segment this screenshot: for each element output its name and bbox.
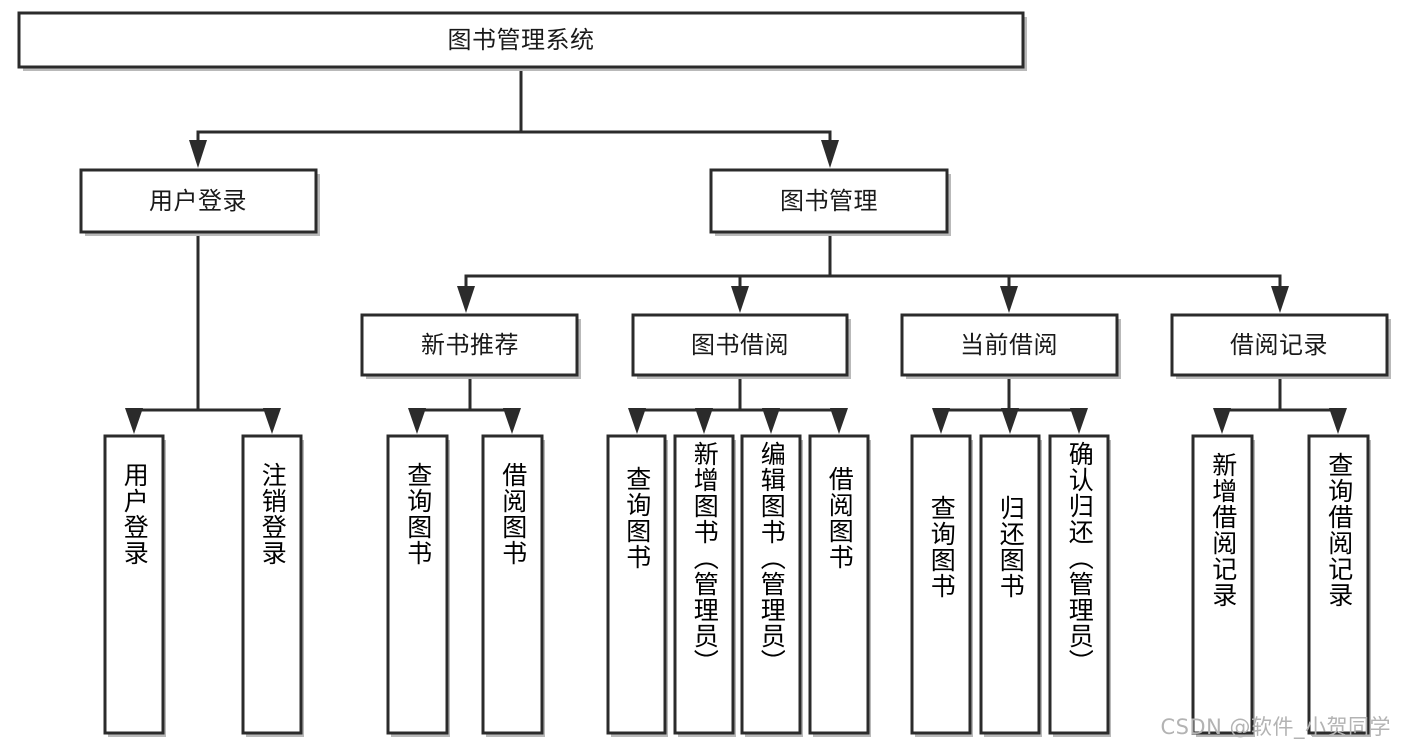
node-leaf-query-book-2[interactable]: 查询图书 — [606, 434, 668, 737]
node-leaf-user-login-label: 用户登录 — [120, 462, 150, 566]
node-leaf-borrow-book-1-box[interactable] — [481, 434, 544, 735]
node-leaf-query-borrow-record[interactable]: 查询借阅记录 — [1307, 434, 1371, 737]
node-leaf-add-book-admin-box[interactable] — [673, 434, 735, 735]
node-leaf-edit-book-admin[interactable]: 编辑图书（管理员） — [740, 434, 803, 737]
arrow-leaf-query-book-3 — [932, 408, 950, 434]
node-leaf-query-borrow-record-box[interactable] — [1307, 434, 1370, 735]
leaf-nodes: 用户登录 注销登录 查询图书 — [103, 434, 1371, 737]
arrow-to-book-management — [821, 140, 839, 168]
node-leaf-confirm-return-admin-box[interactable] — [1048, 434, 1110, 735]
arrow-leaf-return-book — [1001, 408, 1019, 434]
node-current-borrow[interactable]: 当前借阅 — [900, 313, 1121, 379]
node-borrow-record[interactable]: 借阅记录 — [1170, 313, 1391, 379]
node-leaf-edit-book-admin-box[interactable] — [740, 434, 802, 735]
node-leaf-confirm-return-admin[interactable]: 确认归还（管理员） — [1048, 434, 1111, 737]
arrow-new-book-recommend — [457, 286, 475, 313]
arrow-leaf-add-book-admin — [695, 408, 713, 434]
arrow-current-borrow — [1000, 286, 1018, 313]
connectors-user-login-to-leaves — [125, 230, 281, 434]
node-leaf-return-book-label: 归还图书 — [996, 495, 1026, 599]
arrow-leaf-query-book-1 — [408, 408, 426, 434]
node-leaf-add-book-admin[interactable]: 新增图书（管理员） — [673, 434, 736, 737]
connectors-new-book-to-leaves — [408, 373, 521, 434]
node-leaf-add-book-admin-label: 新增图书（管理员） — [690, 441, 720, 675]
node-leaf-query-book-1-box[interactable] — [386, 434, 449, 735]
node-user-login-label: 用户登录 — [149, 187, 247, 215]
watermark-text: CSDN @软件_小贺同学 — [1160, 715, 1391, 739]
node-leaf-borrow-book-1-label: 借阅图书 — [498, 462, 528, 566]
node-leaf-return-book[interactable]: 归还图书 — [979, 434, 1042, 737]
node-leaf-confirm-return-admin-label: 确认归还（管理员） — [1065, 441, 1095, 675]
node-book-borrow[interactable]: 图书借阅 — [631, 313, 851, 379]
node-leaf-edit-book-admin-label: 编辑图书（管理员） — [757, 441, 787, 675]
arrow-leaf-borrow-book-2 — [830, 408, 848, 434]
node-leaf-query-book-3-box[interactable] — [910, 434, 972, 735]
arrow-book-borrow — [731, 286, 749, 313]
node-root-box[interactable] — [17, 11, 1025, 69]
node-user-login-box[interactable] — [79, 168, 318, 234]
node-leaf-query-book-1[interactable]: 查询图书 — [386, 434, 450, 737]
node-book-borrow-box[interactable] — [631, 313, 849, 377]
node-new-book-recommend-label: 新书推荐 — [421, 331, 519, 359]
node-leaf-add-borrow-record-box[interactable] — [1191, 434, 1254, 735]
node-leaf-add-borrow-record[interactable]: 新增借阅记录 — [1191, 434, 1255, 737]
node-borrow-record-box[interactable] — [1170, 313, 1389, 377]
connectors-root-to-level2 — [189, 65, 839, 168]
arrow-leaf-confirm-return-admin — [1070, 408, 1088, 434]
node-leaf-logout-login[interactable]: 注销登录 — [241, 434, 304, 737]
node-new-book-recommend-box[interactable] — [360, 313, 579, 377]
node-leaf-borrow-book-1[interactable]: 借阅图书 — [481, 434, 545, 737]
arrow-leaf-logout-login — [263, 408, 281, 434]
node-book-management[interactable]: 图书管理 — [709, 168, 951, 236]
node-leaf-add-borrow-record-label: 新增借阅记录 — [1208, 452, 1238, 608]
arrow-leaf-borrow-book-1 — [503, 408, 521, 434]
node-leaf-borrow-book-2-box[interactable] — [808, 434, 870, 735]
node-user-login[interactable]: 用户登录 — [79, 168, 320, 236]
node-leaf-user-login[interactable]: 用户登录 — [103, 434, 166, 737]
node-leaf-logout-login-box[interactable] — [241, 434, 303, 735]
arrow-leaf-user-login — [125, 408, 143, 434]
arrow-leaf-add-borrow-record — [1213, 408, 1231, 434]
node-leaf-borrow-book-2[interactable]: 借阅图书 — [808, 434, 871, 737]
node-leaf-query-book-2-label: 查询图书 — [622, 466, 652, 570]
arrow-borrow-record — [1271, 286, 1289, 313]
node-new-book-recommend[interactable]: 新书推荐 — [360, 313, 581, 379]
node-leaf-query-book-3[interactable]: 查询图书 — [910, 434, 973, 737]
arrow-leaf-edit-book-admin — [762, 408, 780, 434]
node-leaf-return-book-box[interactable] — [979, 434, 1041, 735]
node-leaf-user-login-box[interactable] — [103, 434, 165, 735]
node-borrow-record-label: 借阅记录 — [1230, 331, 1328, 359]
node-book-management-label: 图书管理 — [780, 187, 878, 215]
node-current-borrow-label: 当前借阅 — [960, 331, 1058, 359]
node-root[interactable]: 图书管理系统 — [17, 11, 1027, 71]
connectors-current-borrow-to-leaves — [932, 373, 1088, 434]
arrow-to-user-login — [189, 140, 207, 168]
node-leaf-query-book-1-label: 查询图书 — [403, 462, 433, 566]
connectors-book-borrow-to-leaves — [628, 373, 848, 434]
node-leaf-query-book-3-label: 查询图书 — [927, 495, 957, 599]
node-leaf-logout-login-label: 注销登录 — [258, 462, 288, 566]
arrow-leaf-query-book-2 — [628, 408, 646, 434]
node-book-management-box[interactable] — [709, 168, 949, 234]
connectors-book-management-to-level3 — [457, 230, 1289, 313]
connectors-borrow-record-to-leaves — [1213, 373, 1347, 434]
node-leaf-query-borrow-record-label: 查询借阅记录 — [1324, 452, 1354, 608]
node-current-borrow-box[interactable] — [900, 313, 1119, 377]
arrow-leaf-query-borrow-record — [1329, 408, 1347, 434]
node-leaf-borrow-book-2-label: 借阅图书 — [825, 466, 855, 570]
node-root-label: 图书管理系统 — [448, 26, 595, 54]
node-leaf-query-book-2-box[interactable] — [606, 434, 667, 735]
node-book-borrow-label: 图书借阅 — [691, 331, 789, 359]
